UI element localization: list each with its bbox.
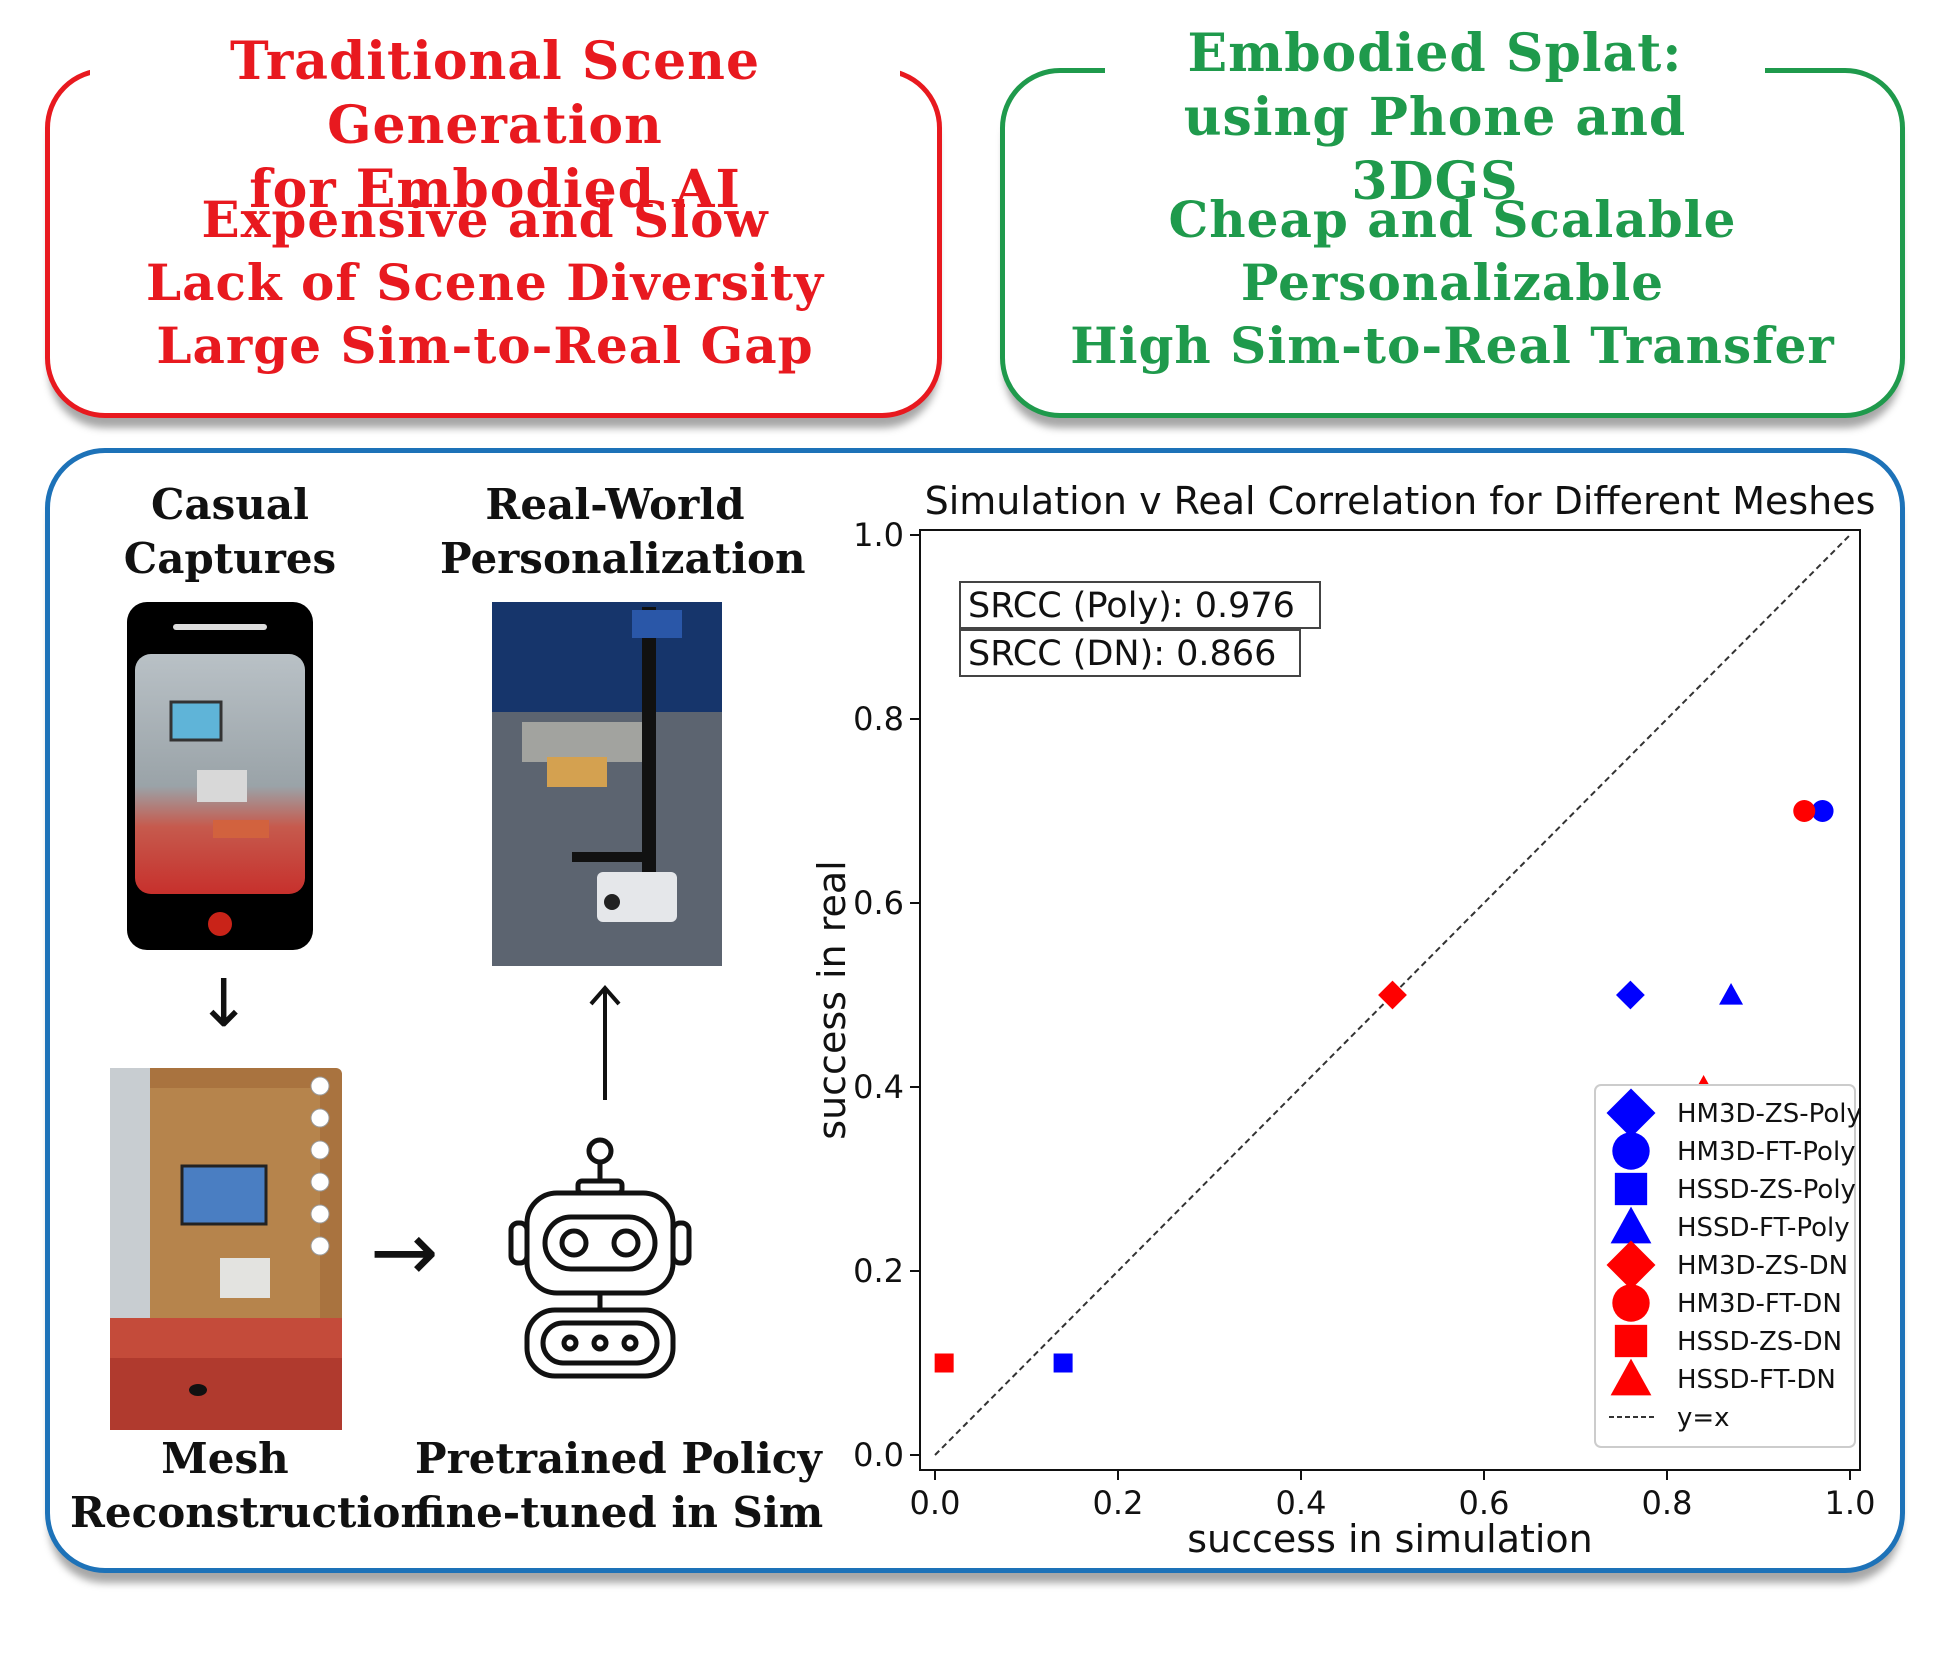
legend-label: HM3D-ZS-DN (1677, 1251, 1848, 1281)
y-tick-label: 0.8 (853, 700, 904, 738)
x-tick-label: 0.0 (910, 1484, 961, 1522)
policy-label: Pretrained Policy fine-tuned in Sim (415, 1432, 824, 1540)
srcc-annotation: SRCC (DN): 0.866 (968, 634, 1276, 674)
srcc-box (959, 581, 1321, 629)
x-tick-label: 0.4 (1276, 1484, 1327, 1522)
chart-svg: Simulation v Real Correlation for Differ… (810, 479, 1876, 1561)
embodied-splat-title-line1: Embodied Splat: (1187, 23, 1683, 84)
x-tick-label: 1.0 (1825, 1484, 1876, 1522)
legend-marker (1606, 1088, 1656, 1138)
srcc-annotation: SRCC (Poly): 0.976 (968, 586, 1295, 626)
legend-label: HM3D-FT-DN (1677, 1289, 1842, 1319)
x-tick-label: 0.6 (1459, 1484, 1510, 1522)
legend-marker (1610, 1206, 1652, 1244)
x-tick-label: 0.2 (1093, 1484, 1144, 1522)
traditional-points: Expensive and Slow Lack of Scene Diversi… (60, 188, 910, 377)
real-world-label: Real-World Personalization (440, 478, 806, 586)
casual-line1: Casual (151, 480, 309, 529)
embodied-splat-point: Personalizable (1240, 253, 1665, 312)
chart-title: Simulation v Real Correlation for Differ… (925, 479, 1876, 523)
embodied-splat-point: High Sim-to-Real Transfer (1070, 316, 1835, 375)
casual-captures-label: Casual Captures (115, 478, 345, 586)
y-tick-label: 0.4 (853, 1068, 904, 1106)
legend-box (1594, 1084, 1856, 1448)
x-tick-label: 0.8 (1642, 1484, 1693, 1522)
point-hssd-zs-poly (1053, 1353, 1073, 1373)
phone-capture-icon (127, 602, 313, 950)
y-tick-label: 0.6 (853, 884, 904, 922)
traditional-point: Large Sim-to-Real Gap (156, 316, 814, 375)
traditional-title-line2: for Embodied AI (249, 159, 741, 220)
mesh-line1: Mesh (161, 1434, 289, 1483)
y-tick-label: 0.2 (853, 1252, 904, 1290)
x-axis-label: success in simulation (1187, 1517, 1593, 1560)
scatter-chart: Simulation v Real Correlation for Differ… (790, 470, 1890, 1561)
traditional-title: Traditional Scene Generation for Embodie… (90, 30, 900, 222)
embodied-splat-points: Cheap and Scalable Personalizable High S… (1020, 188, 1885, 377)
y-tick-label: 1.0 (853, 516, 904, 554)
realworld-line2: Personalization (440, 534, 806, 583)
policy-line2: fine-tuned in Sim (415, 1488, 824, 1537)
traditional-point: Lack of Scene Diversity (145, 253, 825, 312)
mesh-line2: Reconstruction (70, 1488, 431, 1537)
traditional-title-line1: Traditional Scene Generation (229, 31, 761, 156)
legend-label: HM3D-ZS-Poly (1677, 1099, 1862, 1129)
embodied-splat-point: Cheap and Scalable (1168, 190, 1737, 249)
robot-icon (508, 1137, 692, 1379)
legend-label: HSSD-ZS-Poly (1677, 1175, 1856, 1205)
legend-marker (1612, 1284, 1650, 1322)
point-hm3d-ft-poly (1811, 800, 1834, 822)
y-tick-label: 0.0 (853, 1436, 904, 1474)
mesh-reconstruction-label: Mesh Reconstruction (70, 1432, 431, 1540)
point-hssd-ft-poly (1719, 983, 1744, 1005)
legend-marker (1606, 1240, 1656, 1290)
legend-label: HSSD-FT-DN (1677, 1365, 1836, 1395)
embodied-splat-title: Embodied Splat: using Phone and 3DGS (1105, 22, 1765, 214)
realworld-line1: Real-World (485, 480, 745, 529)
mesh-screenshot (110, 1068, 342, 1430)
reference-line (934, 534, 1851, 1456)
arrow-up-icon (589, 984, 621, 1100)
legend-marker (1614, 1324, 1648, 1358)
legend-marker (1610, 1358, 1652, 1396)
legend-label: y=x (1677, 1403, 1730, 1433)
point-hssd-zs-dn (934, 1353, 954, 1373)
srcc-box (959, 629, 1301, 677)
legend-label: HM3D-FT-Poly (1677, 1137, 1856, 1167)
arrow-down-icon: ↓ (196, 965, 252, 1042)
y-axis-label: success in real (810, 860, 854, 1139)
point-hm3d-zs-dn (1378, 980, 1407, 1010)
traditional-point: Expensive and Slow (201, 190, 769, 249)
plot-frame (919, 529, 1861, 1471)
embodied-splat-title-line2: using Phone and 3DGS (1183, 87, 1687, 212)
point-hm3d-ft-dn (1793, 800, 1816, 822)
point-hm3d-zs-poly (1616, 980, 1645, 1010)
casual-line2: Captures (123, 534, 337, 583)
legend-marker (1612, 1132, 1650, 1170)
robot-photo (492, 602, 722, 966)
legend-label: HSSD-FT-Poly (1677, 1213, 1850, 1243)
legend-label: HSSD-ZS-DN (1677, 1327, 1842, 1357)
policy-line1: Pretrained Policy (415, 1434, 822, 1483)
legend-marker (1614, 1172, 1648, 1206)
arrow-right-icon: → (370, 1205, 439, 1300)
